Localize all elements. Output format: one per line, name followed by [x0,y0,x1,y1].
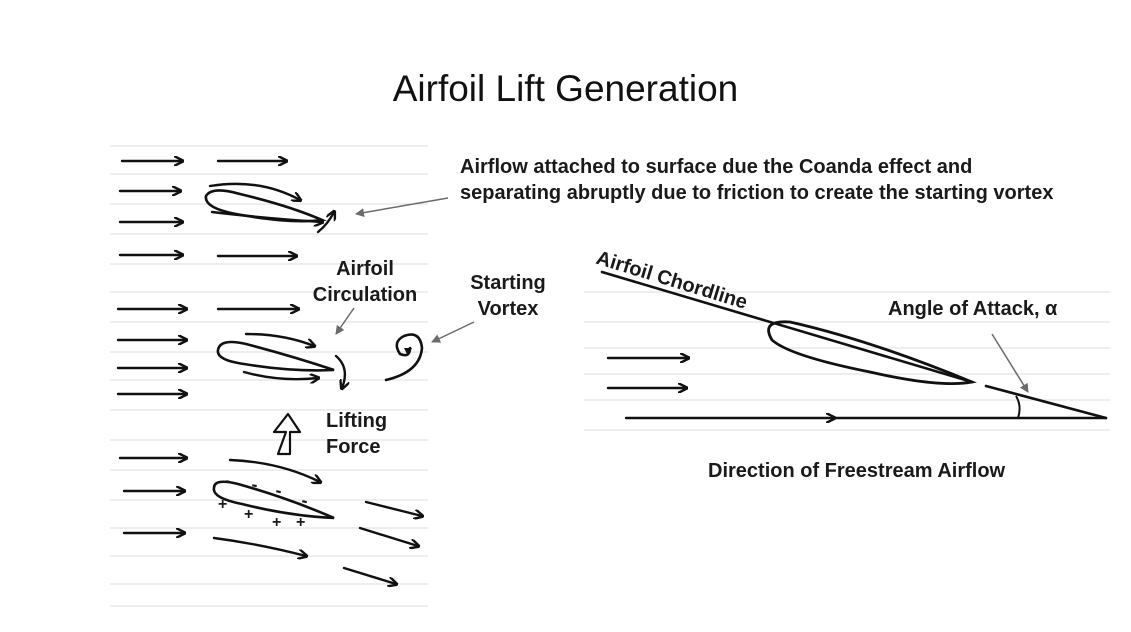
vortex-arrowhead [404,348,412,356]
freestream-arrows [606,358,1108,418]
lifting-force-arrow [272,412,302,456]
pointer-circulation [335,307,355,335]
freestream-direction-label: Direction of Freestream Airflow [708,460,1006,482]
flow-arrow [342,566,396,584]
chordline-extension [984,384,1108,420]
stage3-airfoil [212,480,335,520]
left-paper-lines [110,145,428,607]
lifting-force-label: Lifting Force [326,410,388,458]
flow-arrow [358,526,418,546]
lower-plus-sign: + [218,496,228,513]
angle-of-attack-arc [1015,395,1021,419]
chordline-airfoil [767,320,977,386]
pointer-coanda [355,197,449,218]
pointer-lines [335,197,1029,393]
slide-title: Airfoil Lift Generation [392,68,739,109]
separation-arrow [316,212,334,234]
stage2-airfoil [216,340,335,372]
flow-arrow [208,182,300,200]
starting-vortex-label: Starting Vortex [470,272,546,320]
angle-of-attack-label: Angle of Attack, α [888,298,1058,320]
stage1-flow-arrows [118,161,334,256]
coanda-effect-note: Airflow attached to surface due the Coan… [460,156,1054,204]
lower-plus-sign: + [244,506,254,523]
circulation-arrow [334,354,345,388]
stage1-airfoil [204,189,327,223]
right-paper-lines [584,291,1110,431]
chordline [600,270,974,384]
flow-arrow [244,332,314,346]
stage2-flow-arrows [116,309,345,394]
lower-plus-sign: + [272,514,282,531]
pointer-vortex [431,321,475,343]
flow-arrow [228,458,320,482]
lower-plus-sign: + [296,514,306,531]
flow-arrow [212,536,306,556]
flow-arrow [242,370,318,379]
pointer-angle [991,333,1029,393]
stage3-flow-arrows [118,458,422,584]
airfoil-circulation-label: Airfoil Circulation [312,258,418,306]
flow-arrow [364,500,422,516]
starting-vortex-spiral [384,333,424,382]
